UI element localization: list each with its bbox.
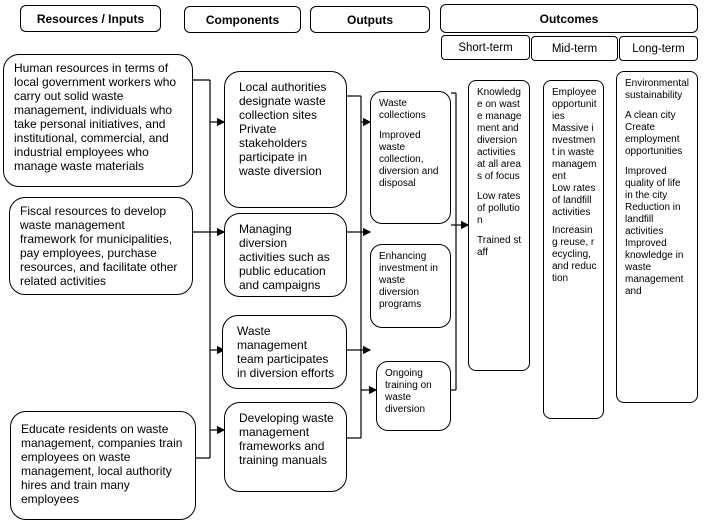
resource-education: Educate residents on waste management, c…	[10, 411, 196, 520]
outcome-short-term: Knowledge on waste management and divers…	[468, 80, 530, 371]
mid-term-item: Massive investment in waste management	[552, 123, 597, 182]
long-term-item: Improved quality of life in the city	[625, 166, 681, 201]
header-short-term: Short-term	[441, 35, 530, 60]
output-waste-collections-title: Waste collections	[379, 98, 426, 121]
short-term-item: Trained staff	[477, 235, 522, 258]
mid-term-item: Employee opportunities	[552, 87, 597, 122]
header-outputs: Outputs	[310, 6, 430, 33]
component-waste-team: Waste management team participates in di…	[222, 315, 347, 389]
long-term-item: Reduction in landfill activities	[625, 202, 681, 237]
mid-term-item: Increasing reuse, recycling, and reducti…	[552, 225, 597, 284]
resource-human: Human resources in terms of local govern…	[3, 54, 193, 187]
header-outcomes: Outcomes	[440, 4, 698, 33]
header-mid-term: Mid-term	[531, 36, 618, 61]
component-collection-sites: Local authorities designate waste collec…	[224, 71, 347, 208]
header-long-term: Long-term	[619, 36, 698, 61]
component-diversion-activities: Managing diversion activities such as pu…	[224, 213, 347, 297]
header-resources-inputs: Resources / Inputs	[20, 5, 161, 32]
component-frameworks-manuals: Developing waste management frameworks a…	[224, 402, 347, 492]
long-term-item: Create employment opportunities	[625, 122, 683, 157]
long-term-item: Improved knowledge in waste management a…	[625, 238, 684, 297]
output-waste-collections: Waste collections Improved waste collect…	[370, 91, 451, 224]
long-term-item: Environmental sustainability	[625, 78, 689, 101]
short-term-item: Knowledge on waste management and divers…	[477, 87, 522, 182]
output-improved-collection: Improved waste collection, diversion and…	[379, 130, 439, 189]
outcome-mid-term: Employee opportunities Massive investmen…	[543, 80, 604, 419]
header-components: Components	[184, 6, 301, 33]
resource-fiscal: Fiscal resources to develop waste manage…	[9, 197, 193, 295]
output-enhancing-investment: Enhancing investment in waste diversion …	[370, 244, 451, 328]
output-ongoing-training: Ongoing training on waste diversion	[376, 361, 451, 431]
mid-term-item: Low rates of landfill activities	[552, 183, 596, 218]
short-term-item: Low rates of pollution	[477, 191, 521, 226]
outcome-long-term: Environmental sustainability A clean cit…	[616, 71, 698, 403]
long-term-item: A clean city	[625, 110, 676, 121]
